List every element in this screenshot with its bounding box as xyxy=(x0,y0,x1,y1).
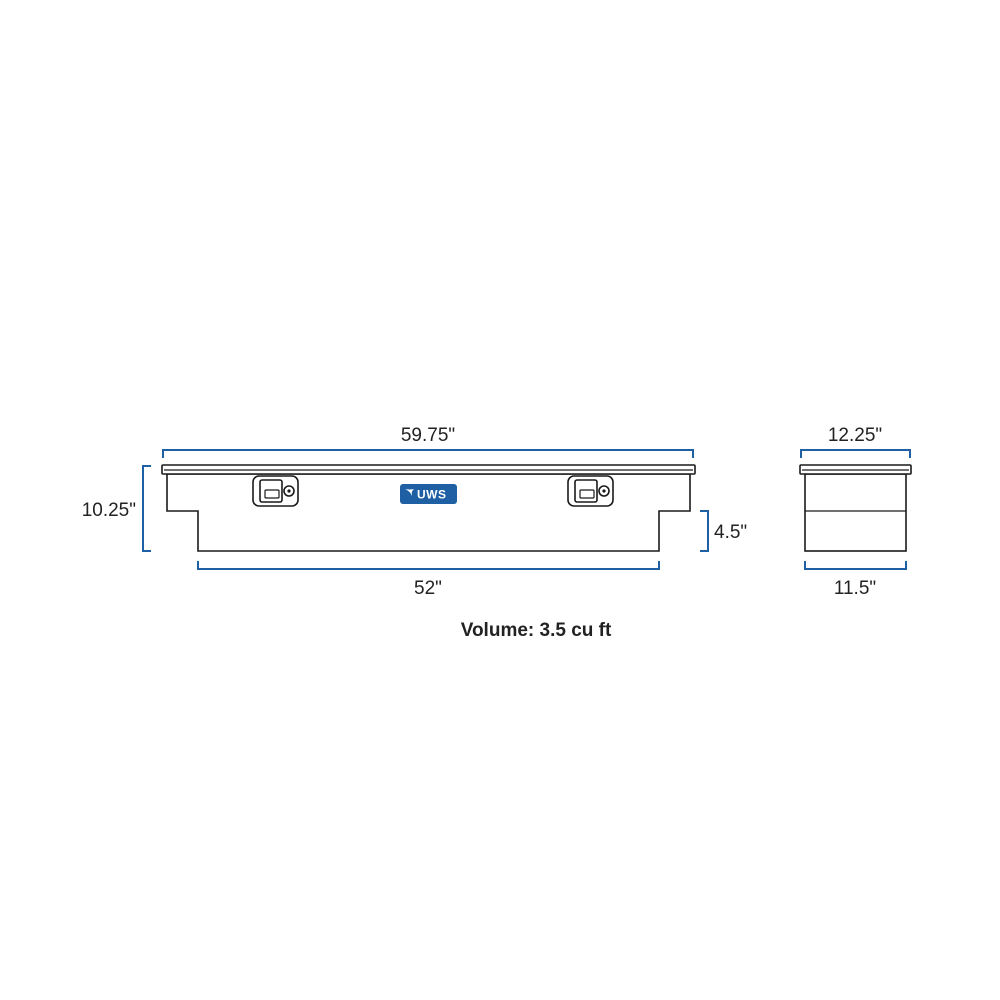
dimension-lines xyxy=(142,449,911,570)
dim-line-bottom-depth xyxy=(804,561,907,570)
latch-icon xyxy=(567,475,614,507)
label-step-height: 4.5" xyxy=(714,522,747,543)
dim-line-top-depth xyxy=(800,449,911,458)
dim-line-overall-length xyxy=(162,449,694,458)
label-overall-height: 10.25" xyxy=(82,500,136,521)
bird-logo-icon xyxy=(405,489,414,496)
uws-logo: UWS xyxy=(400,484,457,504)
label-top-depth: 12.25" xyxy=(828,425,882,446)
latch-icon xyxy=(252,475,299,507)
front-view: UWS xyxy=(161,464,696,552)
side-view xyxy=(799,464,912,552)
logo-badge xyxy=(400,484,457,504)
label-overall-length: 59.75" xyxy=(401,425,455,446)
side-body xyxy=(804,473,907,552)
dim-line-step-height xyxy=(700,510,709,552)
label-bottom-length: 52" xyxy=(414,578,442,599)
logo-text: UWS xyxy=(417,488,447,502)
volume-label: Volume: 3.5 cu ft xyxy=(461,620,612,641)
label-bottom-depth: 11.5" xyxy=(834,578,876,599)
dim-line-bottom-length xyxy=(197,561,660,570)
dim-line-overall-height xyxy=(142,465,151,552)
